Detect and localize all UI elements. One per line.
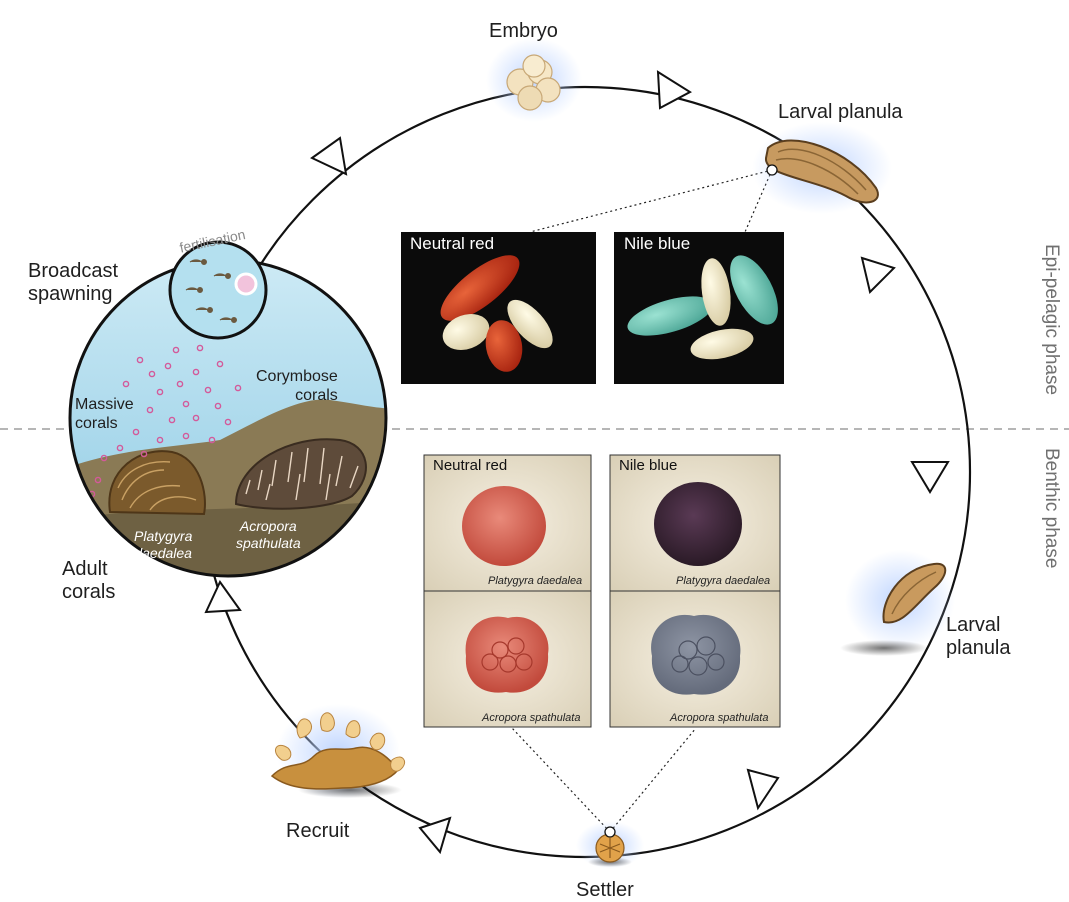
label-benthic-phase: Benthic phase <box>1041 448 1062 569</box>
label-adult-corals: Adult corals <box>62 558 116 603</box>
label-larval-planula-benthic: Larval planula <box>946 614 1011 659</box>
nile-blue-larvae <box>627 255 778 360</box>
label-larval-planula-top: Larval planula <box>778 101 903 123</box>
arrow-6 <box>204 580 242 614</box>
settler-panel-species-3: Acropora spathulata <box>482 712 581 724</box>
label-settler: Settler <box>576 879 634 901</box>
settler-panel-species-2: Platygyra daedalea <box>676 575 771 587</box>
label-massive-corals: Massive corals <box>75 396 134 432</box>
settler-panel-title-nile-blue: Nile blue <box>619 457 678 474</box>
cycle-arrows <box>204 70 950 855</box>
planula-top-illustration <box>752 122 892 214</box>
settler-photo-panels <box>423 454 781 728</box>
label-corymbose-corals: Corymbose corals <box>256 368 338 404</box>
label-platygyra-daedalea: Platygyra daedalea <box>134 528 193 561</box>
planula-benthic-illustration <box>840 550 955 656</box>
embryo-illustration <box>486 38 582 122</box>
settler-panel-species-4: Acropora spathulata <box>670 712 769 724</box>
larva-photo-panels <box>401 232 784 384</box>
recruit-illustration <box>270 704 405 800</box>
settler-panel-species-1: Platygyra daedalea <box>488 575 583 587</box>
arrow-2 <box>860 256 896 294</box>
larva-panel-title-nile-blue: Nile blue <box>624 234 691 253</box>
arrow-4 <box>746 768 780 811</box>
label-epi-pelagic-phase: Epi-pelagic phase <box>1041 244 1062 396</box>
settler-panel-title-neutral-red: Neutral red <box>433 457 508 474</box>
arrow-1 <box>656 70 692 110</box>
label-embryo: Embryo <box>489 20 558 42</box>
neutral-red-larvae <box>440 255 553 372</box>
larva-panel-title-neutral-red: Neutral red <box>410 234 495 253</box>
settler-illustration <box>576 821 644 869</box>
arrow-3 <box>910 461 950 494</box>
label-broadcast-spawning: Broadcast spawning <box>28 260 119 305</box>
fertilisation-inset <box>168 240 268 340</box>
arrow-5 <box>418 816 452 855</box>
label-acropora-spathulata: Acropora spathulata <box>236 518 301 551</box>
label-recruit: Recruit <box>286 820 350 842</box>
arrow-7 <box>310 136 348 176</box>
